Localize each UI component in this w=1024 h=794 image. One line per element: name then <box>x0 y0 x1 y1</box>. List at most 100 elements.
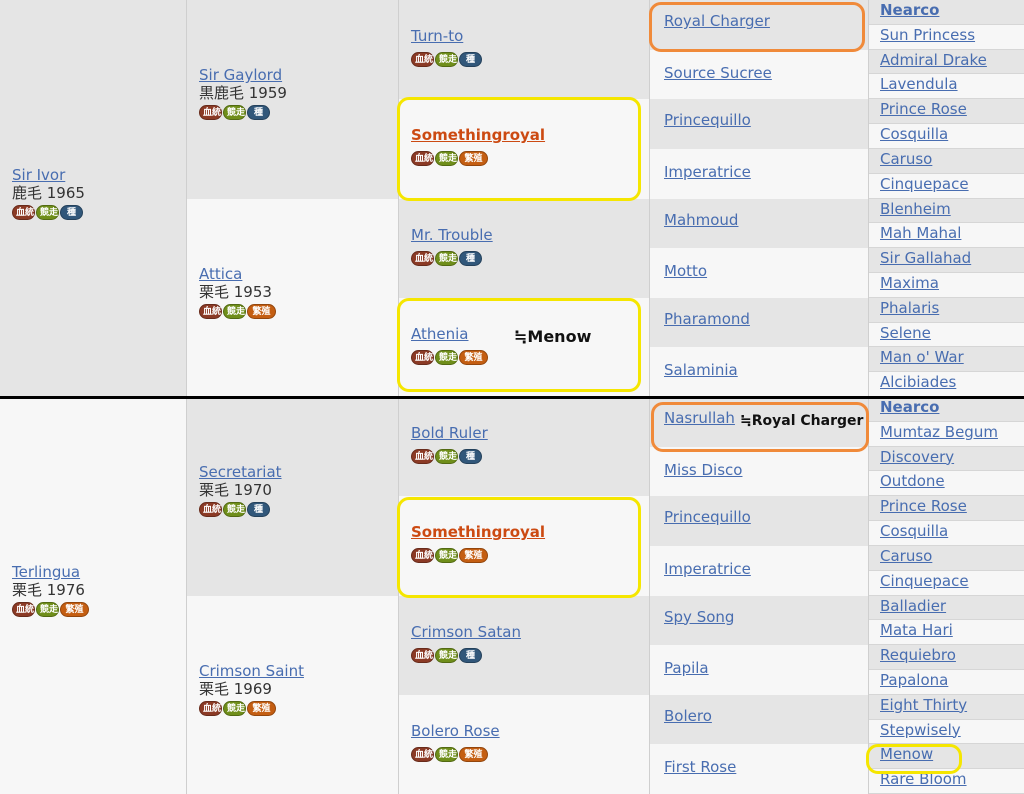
broodmare-badge[interactable]: 繁殖 <box>247 700 276 716</box>
horse-link[interactable]: Princequillo <box>664 508 751 527</box>
horse-link[interactable]: Admiral Drake <box>880 50 987 69</box>
race-badge[interactable]: 競走 <box>223 502 246 517</box>
horse-link[interactable]: Turn-to <box>411 27 464 45</box>
horse-link[interactable]: Somethingroyal <box>411 523 546 542</box>
horse-link[interactable]: Papila <box>664 659 709 678</box>
horse-link[interactable]: Somethingroyal <box>411 126 546 145</box>
blood-badge[interactable]: 血統 <box>411 746 434 762</box>
horse-link[interactable]: Terlingua <box>12 563 81 581</box>
race-badge[interactable]: 競走 <box>36 602 59 617</box>
broodmare-badge[interactable]: 繁殖 <box>459 349 488 365</box>
horse-link[interactable]: Mata Hari <box>880 621 953 640</box>
horse-link[interactable]: Nearco <box>880 1 940 19</box>
horse-link[interactable]: Menow <box>880 745 934 764</box>
horse-link[interactable]: Balladier <box>880 596 947 615</box>
stud-badge[interactable]: 種 <box>459 52 482 67</box>
horse-link[interactable]: Outdone <box>880 472 945 491</box>
blood-badge[interactable]: 血統 <box>199 105 222 120</box>
blood-badge[interactable]: 血統 <box>411 449 434 464</box>
horse-link[interactable]: Athenia <box>411 324 469 343</box>
blood-badge[interactable]: 血統 <box>411 250 434 266</box>
stud-badge[interactable]: 種 <box>60 205 83 220</box>
blood-badge[interactable]: 血統 <box>12 602 35 617</box>
horse-link[interactable]: Sir Gaylord <box>199 66 283 84</box>
blood-badge[interactable]: 血統 <box>411 647 434 663</box>
stud-badge[interactable]: 種 <box>459 647 482 663</box>
horse-link[interactable]: Bolero <box>664 706 712 725</box>
race-badge[interactable]: 競走 <box>435 250 458 266</box>
horse-link[interactable]: Imperatrice <box>664 559 751 578</box>
horse-link[interactable]: Pharamond <box>664 309 750 328</box>
stud-badge[interactable]: 種 <box>247 502 270 517</box>
horse-link[interactable]: Prince Rose <box>880 100 967 119</box>
horse-link[interactable]: Selene <box>880 323 931 342</box>
horse-link[interactable]: Sir Ivor <box>12 166 66 184</box>
blood-badge[interactable]: 血統 <box>411 151 434 167</box>
stud-badge[interactable]: 種 <box>247 105 270 120</box>
race-badge[interactable]: 競走 <box>223 303 246 319</box>
horse-link[interactable]: Mahmoud <box>664 210 739 229</box>
horse-link[interactable]: Maxima <box>880 273 939 292</box>
broodmare-badge[interactable]: 繁殖 <box>459 746 488 762</box>
race-badge[interactable]: 競走 <box>223 700 246 716</box>
horse-link[interactable]: Blenheim <box>880 199 951 218</box>
horse-link[interactable]: Cinquepace <box>880 174 969 193</box>
stud-badge[interactable]: 種 <box>459 250 482 266</box>
horse-link[interactable]: Sir Gallahad <box>880 249 972 268</box>
race-badge[interactable]: 競走 <box>435 349 458 365</box>
horse-link[interactable]: Secretariat <box>199 463 282 481</box>
race-badge[interactable]: 競走 <box>435 647 458 663</box>
horse-link[interactable]: Requiebro <box>880 646 956 665</box>
broodmare-badge[interactable]: 繁殖 <box>247 303 276 319</box>
horse-link[interactable]: Stepwisely <box>880 720 961 739</box>
horse-link[interactable]: Rare Bloom <box>880 770 967 789</box>
blood-badge[interactable]: 血統 <box>199 303 222 319</box>
horse-link[interactable]: Cosquilla <box>880 522 949 541</box>
horse-link[interactable]: Caruso <box>880 546 933 565</box>
horse-link[interactable]: Cinquepace <box>880 571 969 590</box>
horse-link[interactable]: Lavendula <box>880 75 958 94</box>
horse-link[interactable]: Source Sucree <box>664 63 772 82</box>
horse-link[interactable]: Mumtaz Begum <box>880 422 998 441</box>
broodmare-badge[interactable]: 繁殖 <box>459 151 488 167</box>
horse-link[interactable]: Spy Song <box>664 607 735 626</box>
horse-link[interactable]: Imperatrice <box>664 162 751 181</box>
race-badge[interactable]: 競走 <box>435 449 458 464</box>
race-badge[interactable]: 競走 <box>435 52 458 67</box>
horse-link[interactable]: Nearco <box>880 398 940 416</box>
blood-badge[interactable]: 血統 <box>199 700 222 716</box>
horse-link[interactable]: Princequillo <box>664 111 751 130</box>
blood-badge[interactable]: 血統 <box>411 52 434 67</box>
broodmare-badge[interactable]: 繁殖 <box>60 602 89 617</box>
horse-link[interactable]: Papalona <box>880 670 949 689</box>
race-badge[interactable]: 競走 <box>223 105 246 120</box>
horse-link[interactable]: Caruso <box>880 149 933 168</box>
horse-link[interactable]: Crimson Saint <box>199 661 304 680</box>
horse-link[interactable]: Royal Charger <box>664 12 770 30</box>
horse-link[interactable]: First Rose <box>664 758 737 777</box>
race-badge[interactable]: 競走 <box>435 548 458 564</box>
race-badge[interactable]: 競走 <box>435 746 458 762</box>
blood-badge[interactable]: 血統 <box>12 205 35 220</box>
horse-link[interactable]: Bold Ruler <box>411 424 488 442</box>
broodmare-badge[interactable]: 繁殖 <box>459 548 488 564</box>
horse-link[interactable]: Eight Thirty <box>880 695 968 714</box>
horse-link[interactable]: Motto <box>664 262 708 281</box>
horse-link[interactable]: Crimson Satan <box>411 622 521 641</box>
horse-link[interactable]: Bolero Rose <box>411 721 500 740</box>
race-badge[interactable]: 競走 <box>435 151 458 167</box>
race-badge[interactable]: 競走 <box>36 205 59 220</box>
horse-link[interactable]: Attica <box>199 264 243 283</box>
blood-badge[interactable]: 血統 <box>411 349 434 365</box>
horse-link[interactable]: Sun Princess <box>880 25 976 44</box>
blood-badge[interactable]: 血統 <box>411 548 434 564</box>
horse-link[interactable]: Phalaris <box>880 298 940 317</box>
horse-link[interactable]: Nasrullah <box>664 409 735 427</box>
horse-link[interactable]: Salaminia <box>664 361 738 380</box>
horse-link[interactable]: Mr. Trouble <box>411 225 493 244</box>
horse-link[interactable]: Mah Mahal <box>880 224 962 243</box>
horse-link[interactable]: Alcibiades <box>880 373 957 392</box>
horse-link[interactable]: Discovery <box>880 447 955 466</box>
stud-badge[interactable]: 種 <box>459 449 482 464</box>
horse-link[interactable]: Miss Disco <box>664 460 743 479</box>
